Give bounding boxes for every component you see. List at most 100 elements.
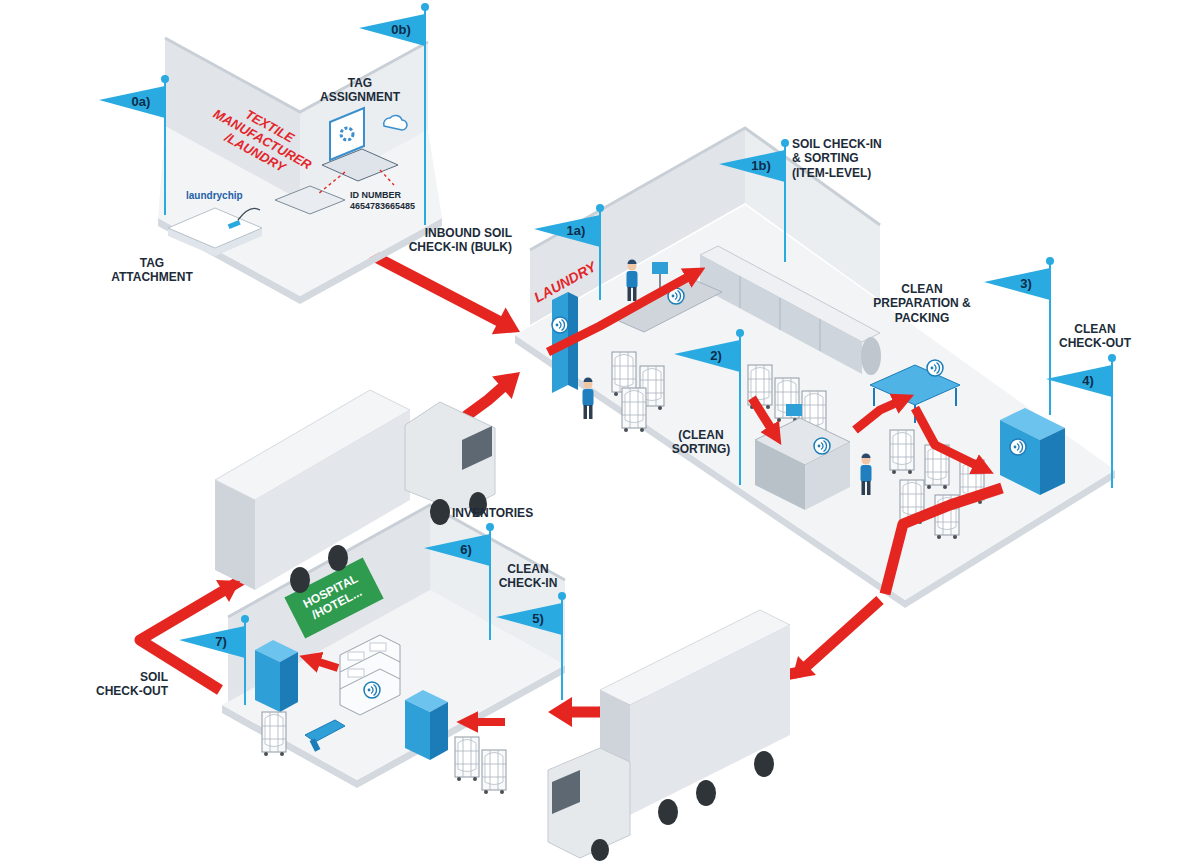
flag [719, 139, 789, 262]
hospital-cages [262, 712, 506, 794]
truck-upper [215, 480, 255, 590]
step-label: CLEAN CHECK-OUT [1056, 322, 1134, 351]
tunnel-washer [861, 337, 881, 375]
tag-assignment-laptop [330, 108, 364, 160]
hospital-zone: HOSPITAL /HOTEL... [220, 500, 548, 840]
laundry-zone: LAUNDRY [520, 180, 1115, 600]
truck-lower [630, 625, 790, 815]
truck-lower [792, 656, 816, 679]
flag [99, 86, 165, 118]
tag-assignment-laptop [341, 128, 353, 140]
wall-sign-text: TEXTILE MANUFACTURER /LAUNDRY [195, 89, 329, 190]
tag-assignment-laptop [384, 115, 407, 130]
tagged-sheet-stack [168, 208, 262, 248]
truck-lower [754, 751, 774, 777]
clean-sorting-machine [755, 440, 805, 510]
soil-checkout-cabinet [255, 640, 298, 712]
truck-upper [255, 410, 410, 590]
flag [359, 14, 425, 46]
roll-cages [622, 388, 646, 432]
flag [558, 592, 566, 600]
flag [421, 3, 429, 11]
workers [583, 378, 594, 420]
flow-arrow-head [492, 372, 520, 399]
step-label: CLEAN CHECK-IN [496, 562, 560, 591]
tagged-sheet-stack [228, 220, 241, 229]
flag [179, 615, 249, 705]
callout-number: 7) [215, 634, 227, 650]
truck-lower [591, 839, 609, 861]
step-label: (CLEAN SORTING) [668, 428, 734, 457]
flag [674, 329, 744, 485]
truck-lower [552, 770, 580, 814]
clean-sorting-machine [786, 404, 802, 416]
linen-shelves [370, 643, 386, 651]
flow-arrow-head [548, 697, 572, 727]
callout-number: 5) [532, 611, 544, 627]
soil-checkout-cabinet [255, 650, 280, 712]
truck-upper [430, 499, 450, 525]
flag [984, 257, 1054, 415]
flag [781, 139, 789, 147]
truck-upper [328, 545, 348, 571]
tunnel-washer [740, 276, 820, 351]
truck-lower [658, 799, 678, 825]
linen-shelves [340, 635, 400, 715]
textile-room [300, 42, 428, 200]
step-label: CLEAN PREPARATION & PACKING [872, 282, 972, 325]
flag [496, 603, 562, 635]
tagged-sheet-stack [238, 208, 260, 220]
step-label: INVENTORIES [452, 506, 533, 520]
flag [674, 340, 740, 372]
bulk-gate [552, 317, 568, 333]
clean-sorting-machine [814, 438, 830, 454]
packing-table [870, 365, 960, 405]
callout-number: 2) [710, 348, 722, 364]
sorting-station [652, 262, 668, 274]
tag-assignment-laptop [275, 186, 345, 214]
hospital-cages [482, 750, 506, 794]
hospital-flow-arrows [316, 661, 505, 722]
flag [736, 329, 744, 337]
flag [486, 523, 494, 531]
linen-shelves [348, 652, 364, 660]
laundry-flow-arrows [915, 408, 978, 466]
callout-number: 1b) [751, 158, 771, 174]
truck-lower [548, 748, 630, 858]
callout-number: 0b) [391, 22, 411, 38]
flag [1046, 354, 1116, 488]
laundry-flow-arrows [855, 402, 898, 430]
roll-cages [890, 430, 914, 474]
flag [424, 534, 490, 566]
flow-arrow-line [372, 255, 502, 323]
laundry-flow-arrows [548, 276, 1002, 594]
step-label: SOIL CHECK-IN & SORTING (ITEM-LEVEL) [792, 137, 892, 180]
step-label: TAG ATTACHMENT [106, 256, 198, 285]
checkout-cabinet [1040, 428, 1065, 495]
linen-shelves [364, 682, 380, 698]
flag [496, 592, 566, 700]
checkout-cabinet [1010, 439, 1026, 455]
flag [241, 615, 249, 623]
laundry-flow-arrows [885, 488, 1002, 594]
flag [99, 75, 169, 215]
clean-checkin-cabinet [405, 700, 430, 760]
step-label: TAG ASSIGNMENT [312, 76, 408, 105]
hospital-cages [455, 737, 479, 781]
truck-lower [696, 780, 716, 806]
workers [861, 454, 872, 496]
flag [1046, 365, 1112, 397]
flag [179, 626, 245, 658]
truck-upper [216, 580, 240, 602]
flag [534, 215, 600, 247]
laundry-flow-arrows [752, 398, 772, 430]
checkout-cabinet [1000, 420, 1040, 495]
clean-checkin-cabinet [405, 690, 448, 760]
callout-number: 6) [460, 542, 472, 558]
step-label: INBOUND SOIL CHECK-IN (BULK) [400, 226, 512, 255]
clean-checkin-cabinet [430, 702, 448, 760]
truck-upper [215, 390, 495, 602]
handheld-scanner [305, 720, 345, 742]
